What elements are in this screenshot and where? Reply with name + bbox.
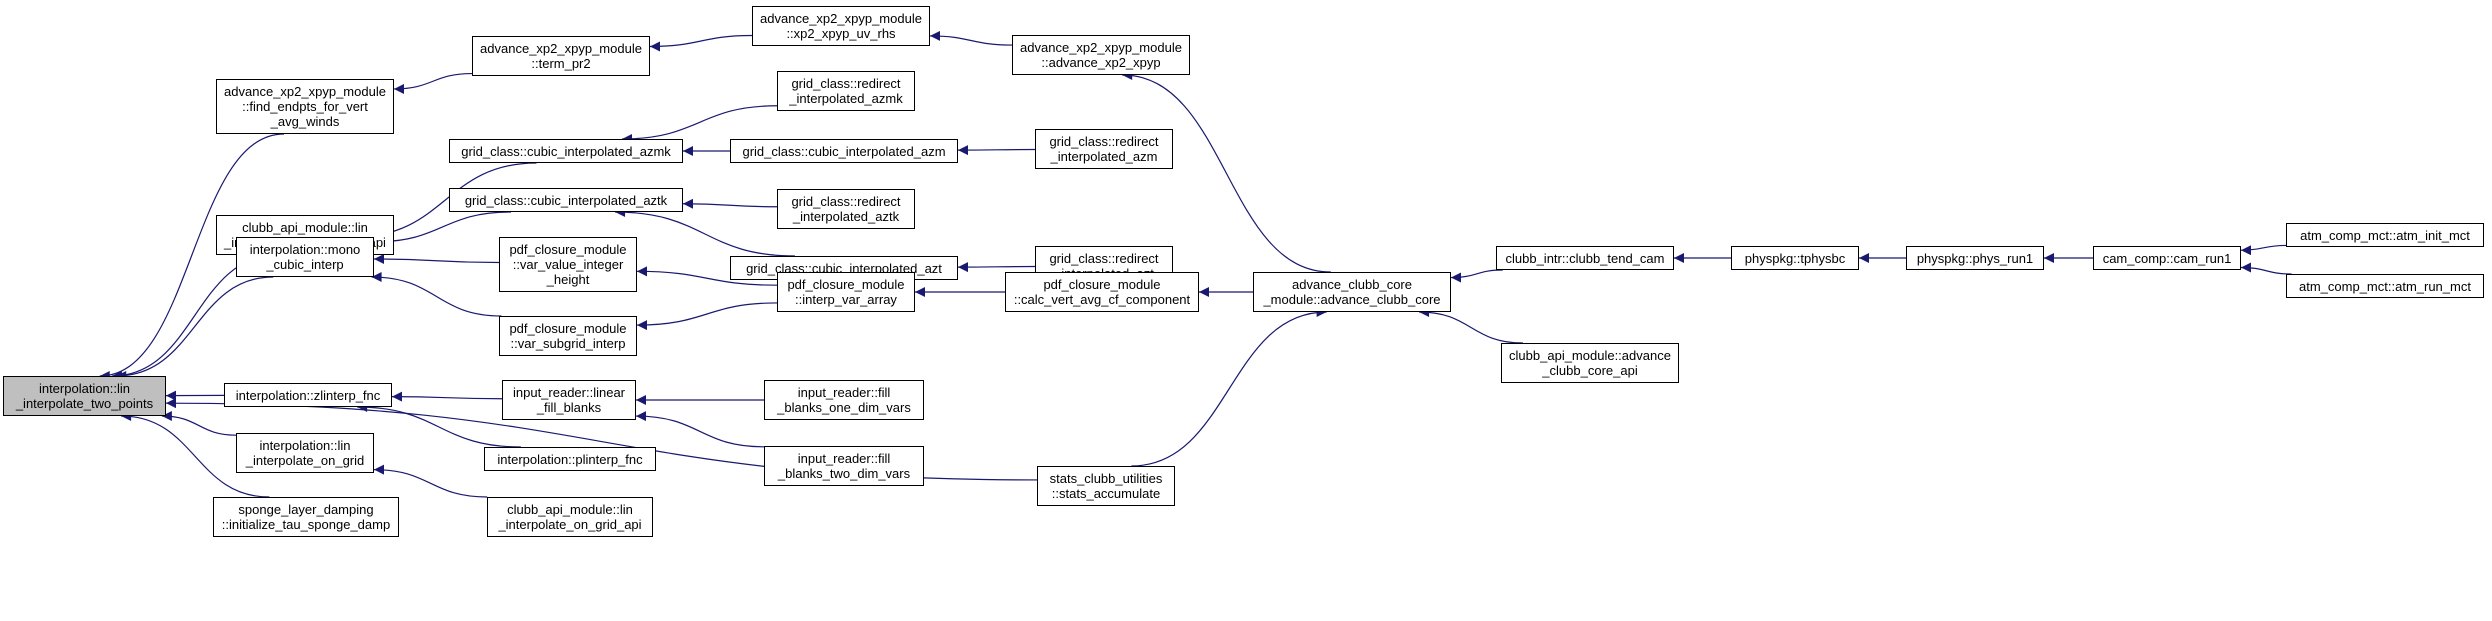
node-find-endpts-for-vert-avg-winds[interactable]: advance_xp2_xpyp_module ::find_endpts_fo… [216, 79, 394, 134]
node-calc-vert-avg-cf-component[interactable]: pdf_closure_module ::calc_vert_avg_cf_co… [1005, 272, 1199, 312]
node-lin-interpolate-two-points: interpolation::lin _interpolate_two_poin… [3, 376, 166, 416]
edge-redir_azmk-to-azmk [621, 105, 778, 144]
edge-fill_two-to-linear_fill [635, 411, 765, 448]
edge-tend_cam-to-clubb_core [1450, 269, 1503, 283]
edge-clubb_core-to-advance_xp2 [1122, 70, 1331, 273]
node-cam-run1[interactable]: cam_comp::cam_run1 [2093, 246, 2241, 270]
edge-find_endpts-to-root [99, 133, 285, 381]
node-clubb-tend-cam[interactable]: clubb_intr::clubb_tend_cam [1496, 246, 1674, 270]
edge-azt-to-aztk [615, 207, 795, 257]
node-atm-run-mct[interactable]: atm_comp_mct::atm_run_mct [2286, 274, 2484, 298]
edge-atm_run-to-cam_run1 [2240, 262, 2292, 275]
node-fill-blanks-two-dim-vars[interactable]: input_reader::fill _blanks_two_dim_vars [764, 446, 924, 486]
node-var-subgrid-interp[interactable]: pdf_closure_module ::var_subgrid_interp [499, 316, 637, 356]
edge-plinterp-to-zlinterp [357, 402, 521, 448]
node-lin-interpolate-on-grid[interactable]: interpolation::lin _interpolate_on_grid [236, 433, 374, 473]
node-term-pr2[interactable]: advance_xp2_xpyp_module ::term_pr2 [472, 36, 650, 76]
edge-lin_grid-to-root [161, 411, 237, 436]
node-stats-accumulate[interactable]: stats_clubb_utilities ::stats_accumulate [1037, 466, 1175, 506]
edge-api_grid-to-lin_grid [373, 464, 488, 498]
node-plinterp-fnc[interactable]: interpolation::plinterp_fnc [484, 447, 656, 471]
edge-var_subgrid-to-mono [371, 272, 502, 317]
edge-interp_var-to-var_subgrid [636, 302, 778, 331]
node-var-value-integer-height[interactable]: pdf_closure_module ::var_value_integer _… [499, 237, 637, 292]
edge-redir_aztk-to-aztk [682, 198, 778, 209]
node-cubic-interpolated-aztk[interactable]: grid_class::cubic_interpolated_aztk [449, 188, 683, 212]
node-cubic-interpolated-azm[interactable]: grid_class::cubic_interpolated_azm [730, 139, 958, 163]
edge-aztk-to-mono [373, 211, 512, 247]
edge-atm_init-to-cam_run1 [2240, 244, 2287, 256]
edge-term_pr2-to-find_endpts [393, 72, 473, 94]
node-advance-xp2-xpyp[interactable]: advance_xp2_xpyp_module ::advance_xp2_xp… [1012, 35, 1190, 75]
edge-uv_rhs-to-term_pr2 [649, 34, 753, 52]
node-interp-var-array[interactable]: pdf_closure_module ::interp_var_array [777, 272, 915, 312]
node-fill-blanks-one-dim-vars[interactable]: input_reader::fill _blanks_one_dim_vars [764, 380, 924, 420]
edge-redir_azm-to-azm [957, 145, 1036, 156]
edge-mono-to-root [116, 276, 274, 381]
node-redirect-interpolated-azm[interactable]: grid_class::redirect _interpolated_azm [1035, 129, 1173, 169]
node-xp2-xpyp-uv-rhs[interactable]: advance_xp2_xpyp_module ::xp2_xpyp_uv_rh… [752, 6, 930, 46]
node-lin-interpolate-on-grid-api[interactable]: clubb_api_module::lin _interpolate_on_gr… [487, 497, 653, 537]
node-zlinterp-fnc[interactable]: interpolation::zlinterp_fnc [224, 383, 392, 407]
node-phys-run1[interactable]: physpkg::phys_run1 [1906, 246, 2044, 270]
node-mono-cubic-interp[interactable]: interpolation::mono _cubic_interp [236, 237, 374, 277]
node-atm-init-mct[interactable]: atm_comp_mct::atm_init_mct [2286, 223, 2484, 247]
edge-advance_xp2-to-uv_rhs [929, 30, 1013, 46]
edge-interp_var-to-var_value [636, 266, 778, 286]
node-cubic-interpolated-azmk[interactable]: grid_class::cubic_interpolated_azmk [449, 139, 683, 163]
edge-api_core-to-clubb_core [1419, 307, 1523, 344]
node-advance-clubb-core[interactable]: advance_clubb_core _module::advance_club… [1253, 272, 1451, 312]
node-redirect-interpolated-aztk[interactable]: grid_class::redirect _interpolated_aztk [777, 189, 915, 229]
edge-redir_azt-to-azt [957, 262, 1036, 273]
node-advance-clubb-core-api[interactable]: clubb_api_module::advance _clubb_core_ap… [1501, 343, 1679, 383]
edge-sponge-to-root [121, 411, 270, 498]
node-linear-fill-blanks[interactable]: input_reader::linear _fill_blanks [502, 380, 636, 420]
edge-linear_fill-to-zlinterp [391, 391, 503, 402]
node-initialize-tau-sponge-damp[interactable]: sponge_layer_damping ::initialize_tau_sp… [213, 497, 399, 537]
edge-stats-to-clubb_core [1131, 307, 1327, 467]
node-tphysbc[interactable]: physpkg::tphysbc [1731, 246, 1859, 270]
node-redirect-interpolated-azmk[interactable]: grid_class::redirect _interpolated_azmk [777, 71, 915, 111]
edge-var_value-to-mono [373, 253, 500, 264]
